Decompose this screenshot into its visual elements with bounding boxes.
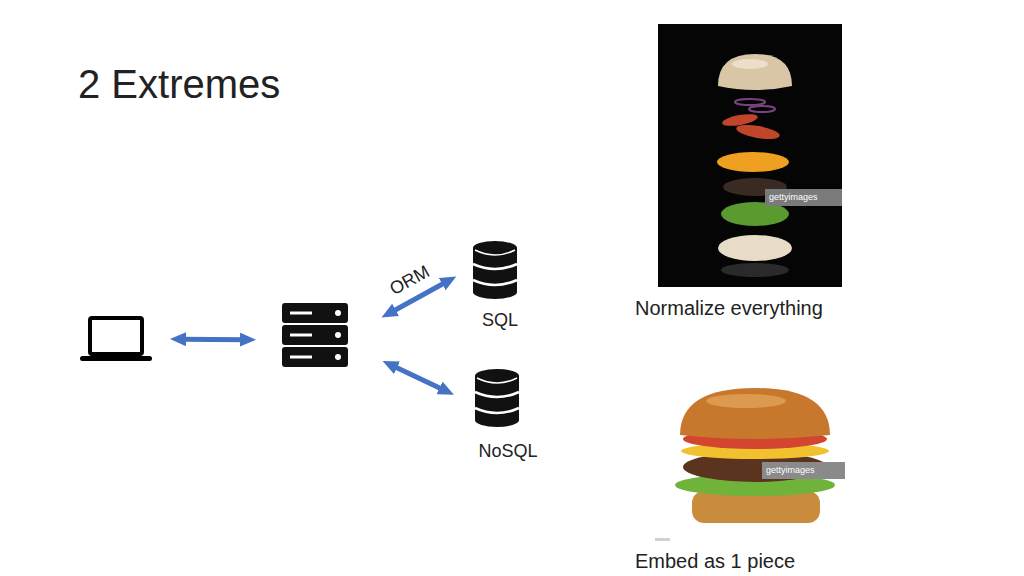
edge-label: ORM [385, 261, 435, 301]
photo-ground [658, 24, 842, 287]
server-slot [290, 334, 312, 337]
photo-panel: Embed as 1 piece [632, 383, 847, 575]
server-drawing [282, 302, 348, 368]
photo-ground [654, 385, 846, 542]
server-unit [282, 303, 348, 323]
db-drawing [472, 240, 518, 300]
photo-panel: Normalize everything [632, 22, 847, 322]
db-bottom [473, 285, 517, 299]
patty [723, 178, 787, 196]
db-band [475, 392, 519, 397]
photo2-drawing [654, 385, 846, 542]
laptop-icon [78, 314, 154, 364]
server-icon [280, 300, 350, 370]
server-slot [290, 312, 312, 315]
server-light [335, 332, 341, 338]
db-band [475, 408, 519, 413]
db-rim [475, 250, 515, 255]
db-drawing [474, 368, 520, 428]
server-light [335, 354, 341, 360]
server-unit [282, 325, 348, 345]
cheese [717, 152, 789, 172]
laptop-screen [90, 318, 142, 354]
bun-highlight [706, 394, 786, 408]
db-rim [477, 378, 517, 383]
database-icon: NoSQL [463, 366, 553, 466]
node-label: Embed as 1 piece [635, 549, 795, 573]
laptop-base [80, 356, 152, 361]
double-arrow [180, 337, 246, 342]
server-light [335, 310, 341, 316]
connector-group [180, 281, 447, 390]
double-arrow [392, 365, 445, 390]
node-label: SQL [482, 310, 518, 332]
photo1-drawing [658, 24, 842, 287]
server-unit [282, 347, 348, 367]
db-top [475, 369, 519, 383]
node-label: Normalize everything [635, 296, 823, 320]
top-bun [680, 388, 830, 439]
double-arrow [390, 281, 447, 313]
db-body [473, 248, 517, 292]
db-band [473, 280, 517, 285]
server-slot [290, 356, 312, 359]
onion [749, 106, 775, 112]
node-label: NoSQL [478, 441, 537, 463]
db-body [475, 376, 519, 420]
db-top [473, 241, 517, 255]
laptop-drawing [78, 314, 154, 364]
database-icon: SQL [465, 238, 535, 334]
bun-reflection [721, 263, 789, 277]
slide-title: 2 Extremes [78, 60, 280, 108]
lettuce [721, 202, 789, 226]
bun-highlight [732, 59, 768, 69]
db-bottom [475, 413, 519, 427]
db-band [473, 264, 517, 269]
tomato [735, 122, 780, 141]
top-bun [718, 54, 792, 90]
photo-mark [655, 538, 670, 541]
bottom-bun [718, 235, 792, 261]
onion [735, 99, 765, 105]
